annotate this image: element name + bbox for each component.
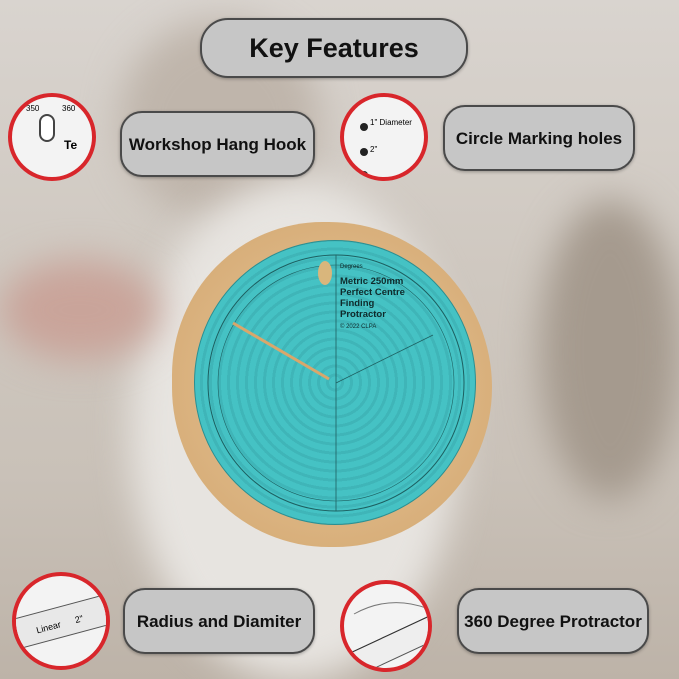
circle-marking-thumbnail: 1" Diameter 2": [340, 93, 428, 181]
protractor-markings: [207, 254, 465, 512]
feature-360-degree-protractor: 360 Degree Protractor: [457, 588, 649, 654]
circle-marking-icon: 1" Diameter 2": [360, 118, 412, 177]
protractor-scale-icon: [344, 602, 428, 668]
svg-text:360: 360: [62, 104, 76, 113]
feature-radius-and-diameter: Radius and Diamiter: [123, 588, 315, 654]
product-name-line: Protractor: [340, 309, 386, 320]
product-name-line: Finding: [340, 298, 375, 309]
svg-text:2": 2": [74, 613, 85, 625]
protractor-scale-thumbnail: [340, 580, 432, 672]
svg-text:Te: Te: [64, 138, 77, 152]
protractor-label: Degrees Metric 250mm Perfect Centre Find…: [340, 264, 405, 333]
title-banner: Key Features: [200, 18, 468, 78]
feature-workshop-hang-hook: Workshop Hang Hook: [120, 111, 315, 177]
background-machine: [0, 260, 160, 360]
product-name-line: Metric 250mm: [340, 276, 404, 287]
copyright-text: © 2022 CLPA: [340, 324, 377, 330]
svg-text:2": 2": [370, 145, 377, 154]
protractor-disc: [194, 240, 476, 525]
product-name-line: Perfect Centre: [340, 287, 405, 298]
svg-text:350: 350: [26, 104, 40, 113]
feature-circle-marking-holes: Circle Marking holes: [443, 105, 635, 171]
degrees-label: Degrees: [340, 264, 363, 270]
svg-text:1" Diameter: 1" Diameter: [370, 118, 412, 127]
background-shelf: [540, 200, 679, 500]
